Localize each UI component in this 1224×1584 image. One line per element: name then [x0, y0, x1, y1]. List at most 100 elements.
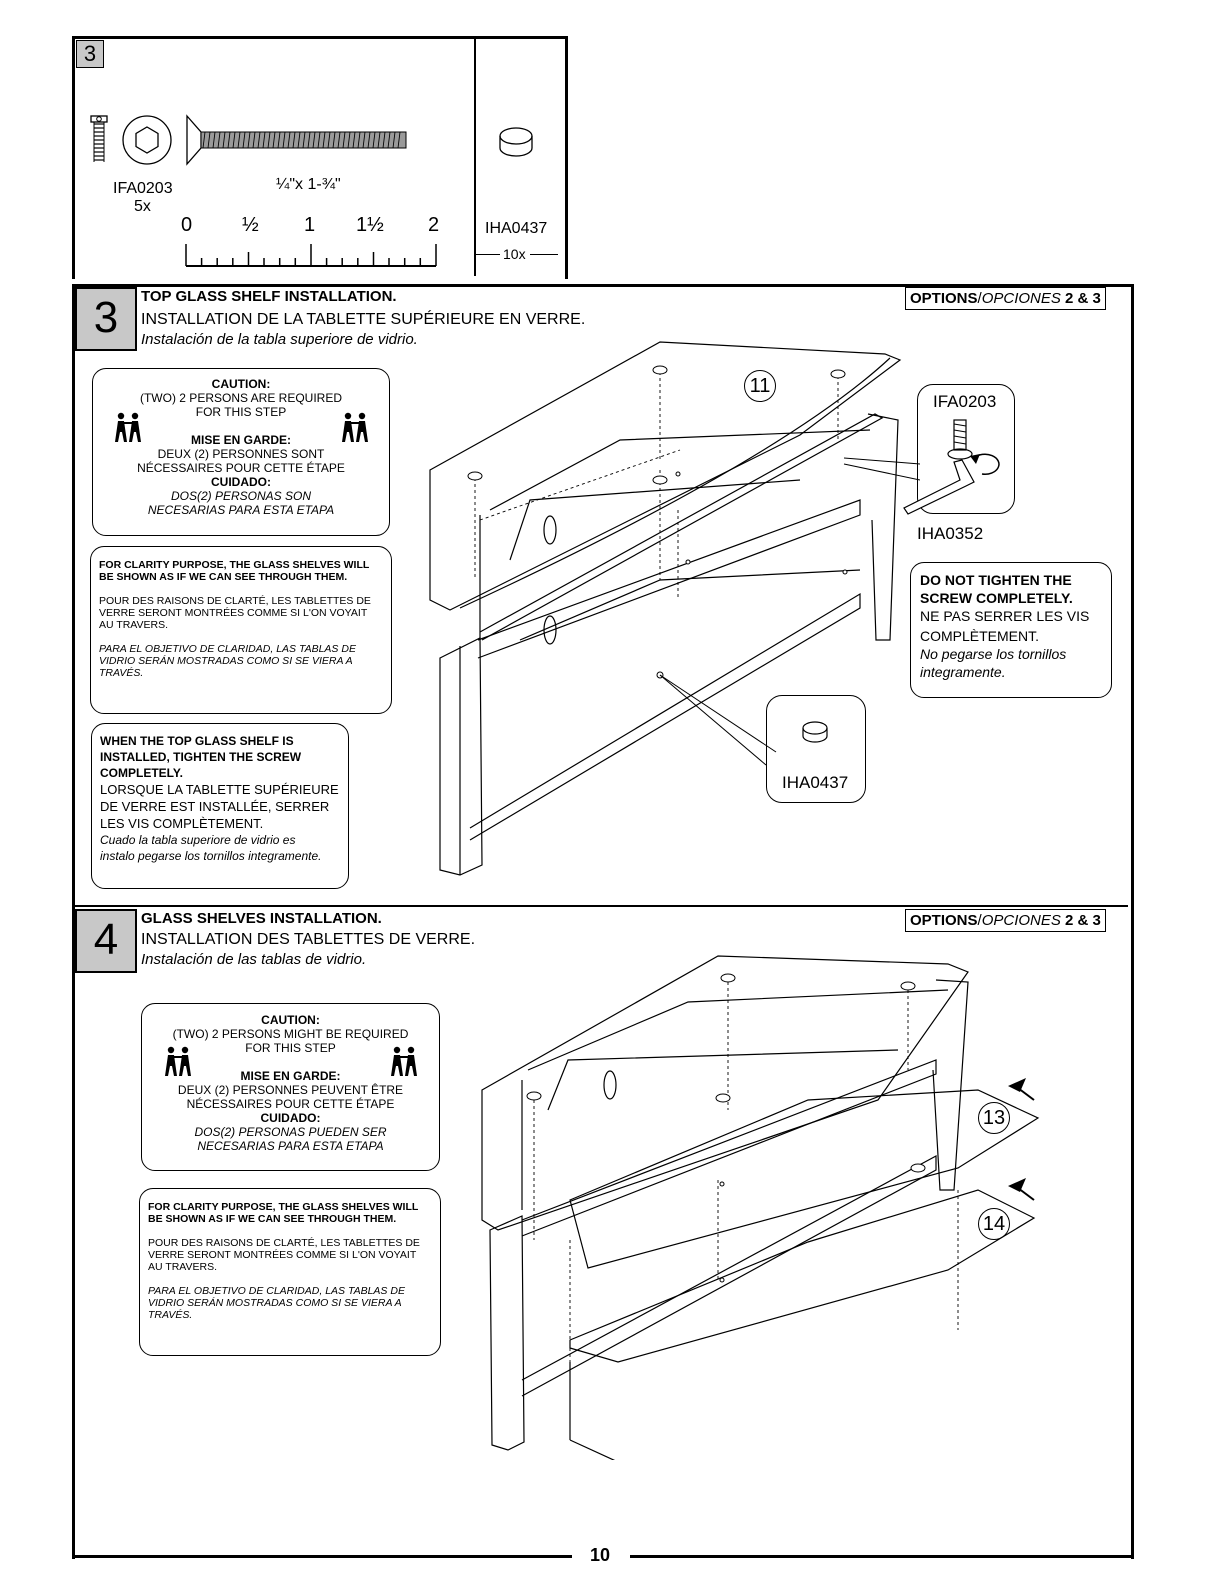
clarity-en: FOR CLARITY PURPOSE, THE GLASS SHELVES W…	[99, 559, 370, 571]
step4-title-es: Instalación de las tablas de vidrio.	[141, 951, 367, 968]
step3-title-fr: INSTALLATION DE LA TABLETTE SUPÉRIEURE E…	[141, 311, 586, 328]
step4-part-callout-13: 13	[978, 1102, 1010, 1134]
tighten-fr: DE VERRE EST INSTALLÉE, SERRER	[100, 799, 330, 814]
tighten-en: WHEN THE TOP GLASS SHELF IS	[100, 734, 294, 748]
bumper-callout-code: IHA0437	[782, 773, 849, 792]
clarity-es: TRAVÉS.	[148, 1309, 193, 1321]
caution-line: DEUX (2) PERSONNES SONT	[157, 447, 325, 461]
step3-number: 3	[75, 287, 137, 351]
caution-line: (TWO) 2 PERSONS ARE REQUIRED	[139, 391, 343, 405]
step3-tighten-box: WHEN THE TOP GLASS SHELF IS INSTALLED, T…	[91, 723, 349, 889]
bumper-qty-rule-left	[476, 254, 500, 255]
step4-clarity-box: FOR CLARITY PURPOSE, THE GLASS SHELVES W…	[139, 1188, 441, 1356]
step4-part-callout-14: 14	[978, 1208, 1010, 1240]
clarity-fr: VERRE SERONT MONTRÉES COMME SI L'ON VOYA…	[99, 607, 368, 619]
ruler-label-2: 2	[428, 214, 440, 236]
step4-options-numbers: 2 & 3	[1065, 912, 1101, 929]
two-persons-icon	[165, 1046, 191, 1076]
bumper-icon	[802, 721, 828, 743]
tighten-fr: LORSQUE LA TABLETTE SUPÉRIEURE	[100, 782, 339, 797]
donot-fr: NE PAS SERRER LES VIS	[920, 608, 1090, 624]
caution-line: (TWO) 2 PERSONS MIGHT BE REQUIRED	[172, 1027, 409, 1041]
two-persons-icon	[342, 412, 368, 442]
caution-heading-es: CUIDADO:	[211, 475, 271, 489]
step4-title-fr: INSTALLATION DES TABLETTES DE VERRE.	[141, 931, 476, 948]
clarity-fr: POUR DES RAISONS DE CLARTÉ, LES TABLETTE…	[99, 595, 371, 607]
caution-line: FOR THIS STEP	[245, 1041, 336, 1055]
ruler-label-0: 0	[181, 214, 193, 236]
screw-code: IFA0203	[113, 180, 173, 197]
caution-line: DOS(2) PERSONAS PUEDEN SER	[194, 1125, 387, 1139]
clarity-es: TRAVÉS.	[99, 667, 144, 679]
step3-part-callout: 11	[744, 370, 776, 402]
step3-options: OPTIONS/OPCIONES 2 & 3	[905, 287, 1106, 310]
hardware-panel	[72, 36, 568, 279]
caution-heading-fr: MISE EN GARDE:	[240, 1069, 341, 1083]
step4-number: 4	[75, 909, 137, 973]
screw-callout-code: IFA0203	[933, 392, 997, 411]
step-divider	[75, 905, 1128, 907]
step3-options-label: OPTIONS	[910, 290, 978, 307]
step4-options-label: OPTIONS	[910, 912, 978, 929]
clarity-fr: AU TRAVERS.	[99, 619, 169, 631]
ruler-label-1-half: 1½	[356, 214, 384, 236]
bumper-qty-rule-right	[530, 254, 558, 255]
instructions-frame	[72, 284, 1134, 1559]
step4-assembly-drawing	[481, 955, 1040, 1460]
step3-clarity-box: FOR CLARITY PURPOSE, THE GLASS SHELVES W…	[90, 546, 392, 714]
hardware-step-tag: 3	[76, 40, 104, 68]
caution-heading: CAUTION:	[211, 377, 271, 391]
caution-heading: CAUTION:	[261, 1013, 320, 1027]
step3-caution-box: CAUTION: (TWO) 2 PERSONS ARE REQUIRED FO…	[92, 368, 390, 536]
step4-caution-box: CAUTION: (TWO) 2 PERSONS MIGHT BE REQUIR…	[141, 1003, 440, 1171]
caution-heading-fr: MISE EN GARDE:	[190, 433, 291, 447]
step3-options-sep: /	[977, 290, 982, 307]
tighten-fr: LES VIS COMPLÈTEMENT.	[100, 816, 264, 831]
tighten-es: Cuado la tabla superiore de vidrio es	[100, 833, 296, 847]
caution-line: DOS(2) PERSONAS SON	[170, 489, 312, 503]
bumper-illustration	[499, 127, 533, 157]
caution-line: NECESARIAS PARA ESTA ETAPA	[197, 1139, 384, 1153]
donot-en: DO NOT TIGHTEN THE	[920, 572, 1072, 588]
frame-bottom-left	[72, 1555, 572, 1558]
screw-quantity: 5x	[134, 198, 151, 215]
caution-heading-es: CUIDADO:	[260, 1111, 321, 1125]
ruler-label-1: 1	[304, 214, 316, 236]
step3-title-es: Instalación de la tabla superiore de vid…	[141, 331, 418, 348]
clarity-en: BE SHOWN AS IF WE CAN SEE THROUGH THEM.	[148, 1213, 397, 1225]
step3-do-not-tighten-box: DO NOT TIGHTEN THE SCREW COMPLETELY. NE …	[910, 562, 1112, 698]
ruler	[185, 244, 437, 267]
bumper-code: IHA0437	[485, 220, 548, 237]
step4-options-sep: /	[977, 912, 982, 929]
clarity-en: BE SHOWN AS IF WE CAN SEE THROUGH THEM.	[99, 571, 348, 583]
donot-en: SCREW COMPLETELY.	[920, 590, 1073, 606]
step3-options-numbers: 2 & 3	[1065, 290, 1101, 307]
clarity-en: FOR CLARITY PURPOSE, THE GLASS SHELVES W…	[148, 1201, 419, 1213]
ruler-label-half: ½	[242, 214, 259, 236]
bumper-callout-box	[766, 695, 866, 803]
screw-and-key-icon	[903, 419, 1000, 515]
page-number: 10	[590, 1545, 611, 1565]
caution-line: NÉCESSAIRES POUR CETTE ÉTAPE	[186, 1097, 395, 1111]
clarity-fr: VERRE SERONT MONTRÉES COMME SI L'ON VOYA…	[148, 1249, 417, 1261]
caution-line: FOR THIS STEP	[195, 405, 287, 419]
clarity-es: PARA EL OBJETIVO DE CLARIDAD, LAS TABLAS…	[99, 643, 356, 655]
bumper-quantity: 10x	[503, 246, 526, 262]
step4-options-label-es: OPCIONES	[981, 912, 1061, 929]
donot-es: No pegarse los tornillos	[920, 646, 1067, 662]
hardware-divider	[474, 36, 476, 276]
step3-title: TOP GLASS SHELF INSTALLATION.	[141, 288, 397, 305]
caution-line: NÉCESSAIRES POUR CETTE ÉTAPE	[137, 461, 345, 475]
caution-line: DEUX (2) PERSONNES PEUVENT ÊTRE	[177, 1083, 404, 1097]
clarity-es: VIDRIO SERÁN MOSTRADAS COMO SI SE VIERA …	[148, 1297, 402, 1309]
two-persons-icon	[391, 1046, 417, 1076]
clarity-es: VIDRIO SERÁN MOSTRADAS COMO SI SE VIERA …	[99, 655, 353, 667]
tighten-en: COMPLETELY.	[100, 766, 183, 780]
step4-options: OPTIONS/OPCIONES 2 & 3	[905, 909, 1106, 932]
frame-bottom-right	[630, 1555, 1131, 1558]
tighten-es: instalo pegarse los tornillos integramen…	[100, 849, 322, 863]
donot-es: integramente.	[920, 664, 1006, 680]
two-persons-icon	[115, 412, 141, 442]
key-callout-code: IHA0352	[917, 524, 984, 543]
step3-assembly-drawing	[429, 341, 920, 876]
